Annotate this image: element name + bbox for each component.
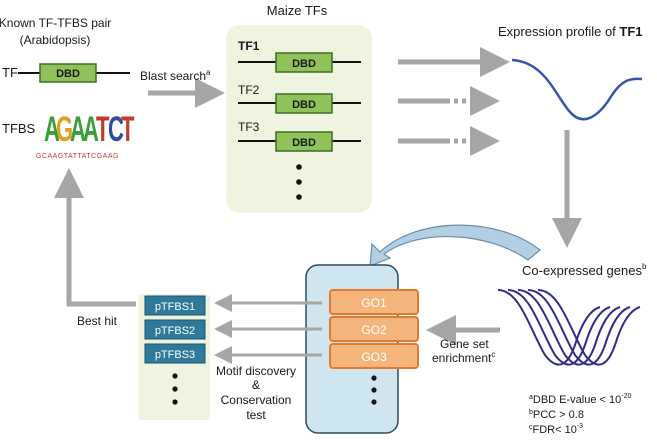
go-ellipsis [371, 375, 377, 405]
expression-profile-title: Expression profile of TF1 [498, 24, 643, 39]
go-term-3: GO3 [329, 343, 419, 369]
dbd-label-arabidopsis: DBD [56, 68, 80, 80]
ptfbs-1: pTFBS1 [144, 295, 206, 316]
known-pair-subtitle: (Arabidopsis) [20, 33, 91, 47]
gene-set-label-2: enrichmentc [432, 350, 495, 365]
maize-tf-ellipsis [296, 164, 302, 200]
logo-small-letters: GCAAGTATTATCGAAG [36, 153, 119, 160]
coexpressed-genes-label: Co-expressed genesb [522, 262, 647, 278]
ptfbs-ellipsis [172, 373, 178, 405]
tf-label: TF [2, 65, 18, 80]
maize-tf-2-dbd-label: DBD [292, 99, 316, 111]
coexpressed-genes-sup: b [642, 262, 647, 271]
go-term-2: GO2 [329, 316, 419, 342]
logo-letter-a2: A [70, 110, 86, 150]
blast-search-sup: a [206, 68, 211, 77]
maize-tf-3-dbd [275, 131, 333, 152]
footnote-b: bPCC > 0.8 [529, 409, 584, 421]
gene-set-sup: c [491, 350, 495, 359]
curved-feedback-arrow [369, 224, 541, 267]
motif-line-4: test [246, 408, 266, 422]
logo-letter-t: T [96, 110, 109, 150]
go-term-1-label: GO1 [361, 296, 387, 310]
ptfbs-2: pTFBS2 [144, 319, 206, 340]
footnote-a: aDBD E-value < 10-20 [529, 393, 631, 406]
tfbs-label: TFBS [2, 121, 36, 136]
ptfbs-2-label: pTFBS2 [155, 325, 195, 337]
motif-line-1: Motif discovery [216, 364, 296, 378]
maize-tfs-panel [226, 25, 372, 213]
best-hit-arrow [54, 168, 136, 307]
ptfbs-1-label: pTFBS1 [155, 301, 195, 313]
maize-tf-2-dbd [275, 93, 333, 114]
maize-tf-2-label: TF2 [238, 83, 260, 97]
sequence-logo: GCAAGTATTATCGAAG A G A A T C T [36, 110, 134, 160]
gene-set-label-1: Gene set [440, 337, 489, 351]
known-pair-title: Known TF-TFBS pair [0, 16, 111, 30]
expression-profile-wave [511, 58, 643, 121]
maize-tf-1: TF1 DBD [238, 39, 361, 73]
logo-letter-a1: A [44, 110, 60, 150]
maize-tf-1-dbd-label: DBD [292, 58, 316, 70]
expression-profile-tf1: TF1 [619, 24, 642, 39]
logo-letter-a3: A [83, 110, 99, 150]
blast-search-label: Blast searcha [140, 68, 211, 83]
ptfbs-3-label: pTFBS3 [155, 349, 195, 361]
motif-line-2: & [252, 378, 260, 392]
motif-line-3: Conservation [221, 393, 292, 407]
maize-tf-1-dbd [275, 52, 333, 73]
best-hit-label: Best hit [77, 314, 118, 328]
maize-tf-1-label: TF1 [238, 39, 260, 53]
go-term-2-label: GO2 [361, 323, 387, 337]
ptfbs-3: pTFBS3 [144, 343, 206, 364]
maize-tf-3-dbd-label: DBD [292, 137, 316, 149]
logo-letter-g: G [56, 110, 73, 150]
maize-tf-3: TF3 DBD [238, 120, 361, 152]
coexpressed-waves [497, 289, 641, 366]
maize-tf-3-label: TF3 [238, 120, 260, 134]
maize-tfs-title: Maize TFs [267, 3, 328, 18]
footnote-c: cFDR< 10-3 [529, 423, 583, 436]
footnotes: aDBD E-value < 10-20 bPCC > 0.8 cFDR< 10… [529, 393, 631, 436]
logo-letter-c: C [108, 110, 124, 150]
logo-letter-t2: T [121, 110, 134, 150]
maize-tf-2: TF2 DBD [238, 83, 361, 114]
go-term-1: GO1 [329, 289, 419, 315]
go-term-3-label: GO3 [361, 350, 387, 364]
dbd-box-arabidopsis [39, 63, 97, 83]
